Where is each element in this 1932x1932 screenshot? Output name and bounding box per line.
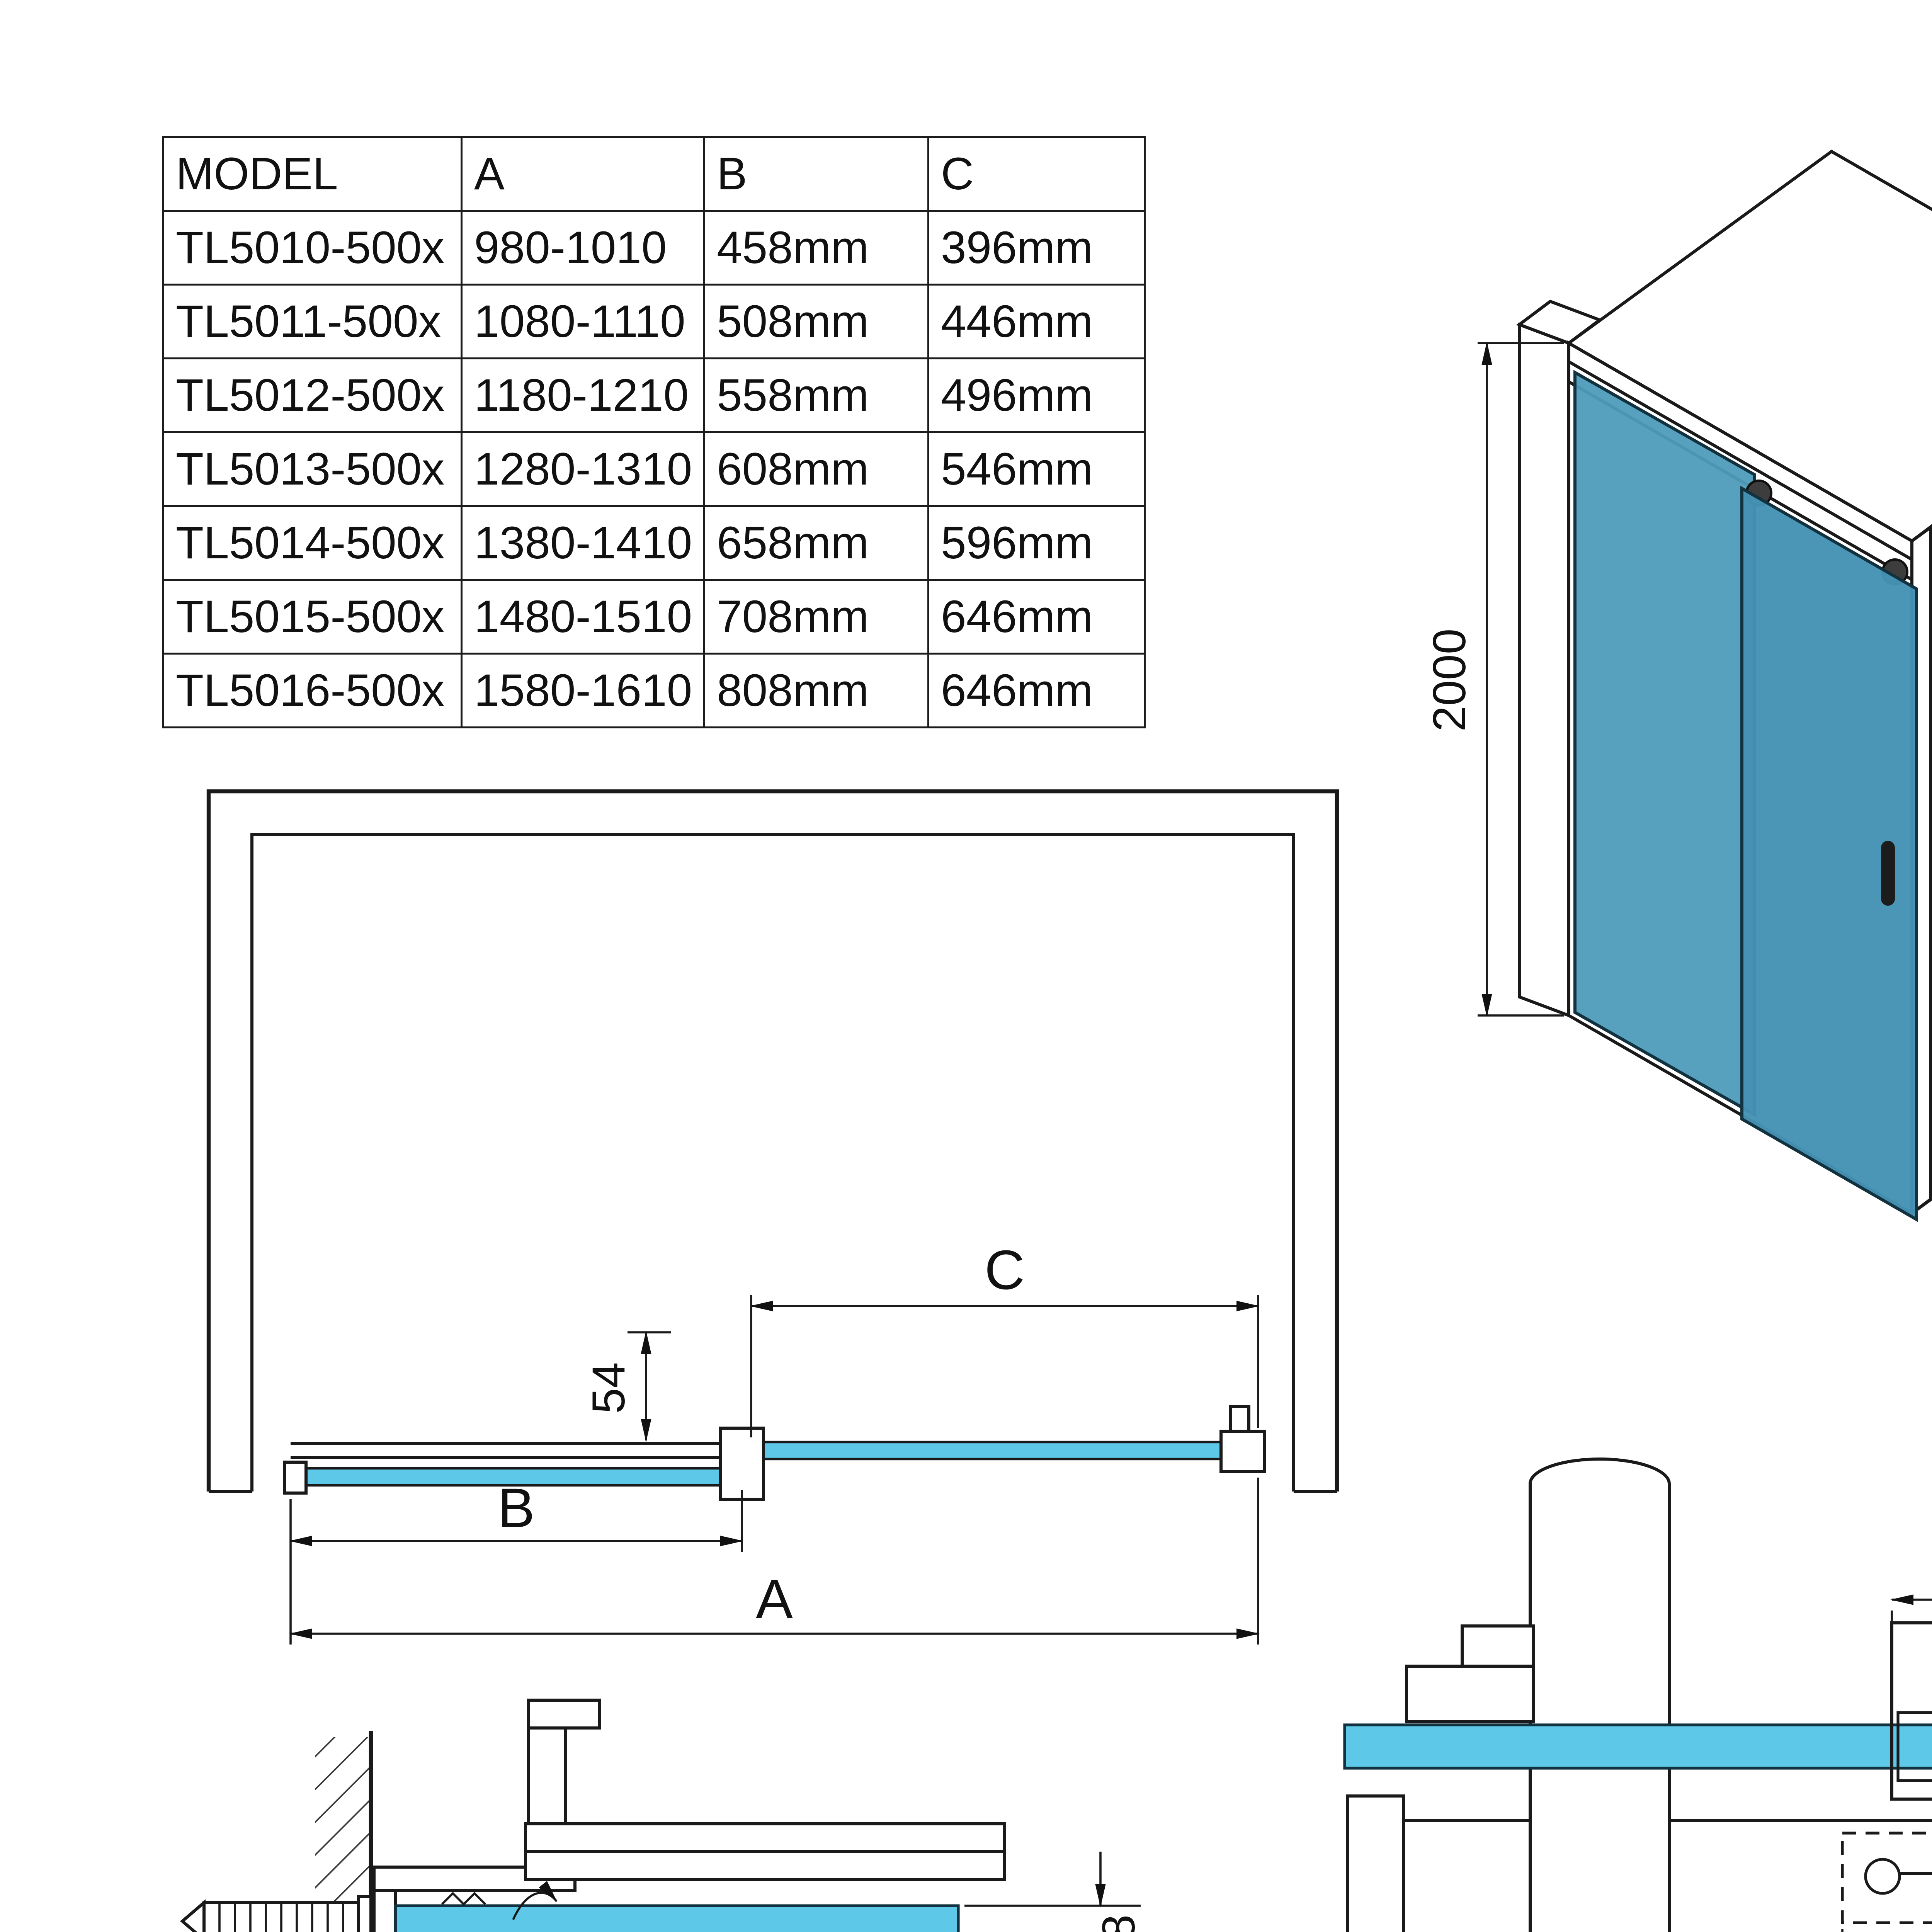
center-carriage: [719, 1427, 765, 1501]
door-track-section: [524, 1699, 1006, 1881]
c-cell: 546mm: [927, 431, 1146, 507]
col-header-a: A: [461, 136, 705, 212]
height-dimension-2000: 2000: [1423, 342, 1564, 1017]
wall-mount-bracket: [1890, 1621, 1932, 1801]
top-track: [1567, 359, 1913, 582]
col-header-b: B: [703, 136, 929, 212]
model-size-table: MODEL A B C TL5010-500x 980-1010 458mm 3…: [162, 136, 1146, 728]
b-cell: 658mm: [703, 505, 929, 581]
dimension-8: 8: [964, 1852, 1145, 1932]
mount-plate-dashed: [1841, 1832, 1932, 1924]
dim-label-c: C: [985, 1239, 1025, 1301]
wall-anchor: [180, 1895, 372, 1932]
a-cell: 980-1010: [461, 210, 705, 286]
model-cell: TL5010-500x: [162, 210, 463, 286]
fixed-glass-panel: [1573, 370, 1756, 1117]
a-cell: 1380-1410: [461, 505, 705, 581]
a-cell: 1180-1210: [461, 357, 705, 433]
model-cell: TL5013-500x: [162, 431, 463, 507]
b-cell: 508mm: [703, 284, 929, 359]
shower-enclosure-3d: [1516, 150, 1932, 1222]
model-cell: TL5014-500x: [162, 505, 463, 581]
b-cell: 608mm: [703, 431, 929, 507]
dim-label-a: A: [756, 1568, 793, 1630]
plan-view: C 54 B A: [206, 789, 1339, 1645]
vertical-roller-tube: [1529, 1458, 1671, 1932]
left-end-cap: [283, 1461, 308, 1495]
table-row: TL5013-500x 1280-1310 608mm 546mm: [162, 431, 1146, 507]
a-cell: 1580-1610: [461, 653, 705, 728]
dimension-a: A: [289, 1478, 1260, 1645]
dim-label-8: 8: [1093, 1915, 1145, 1932]
enclosure-top-face: [1566, 150, 1932, 543]
a-cell: 1080-1110: [461, 284, 705, 359]
door-handle: [1881, 841, 1895, 906]
isometric-view: 2000: [1423, 150, 1932, 1222]
left-wall-slab: [1518, 322, 1570, 1018]
spring-clip: [441, 1892, 486, 1906]
b-cell: 458mm: [703, 210, 929, 286]
table-row: TL5016-500x 1580-1610 808mm 646mm: [162, 653, 1146, 728]
dim-label-2000: 2000: [1423, 629, 1475, 732]
screw-hole: [1864, 1858, 1901, 1895]
col-header-c: C: [927, 136, 1146, 212]
detail-bracket-section: 20 20,5 14,5 0-15 40: [1343, 1458, 1932, 1932]
b-cell: 558mm: [703, 357, 929, 433]
dimension-c: C: [750, 1239, 1260, 1437]
dim-label-54: 54: [583, 1362, 634, 1413]
c-cell: 496mm: [927, 357, 1146, 433]
model-cell: TL5011-500x: [162, 284, 463, 359]
c-cell: 396mm: [927, 210, 1146, 286]
model-cell: TL5012-500x: [162, 357, 463, 433]
glass-panel-section: [1343, 1723, 1932, 1770]
table-row: TL5012-500x 1180-1210 558mm 496mm: [162, 357, 1146, 433]
c-cell: 646mm: [927, 579, 1146, 655]
door-assembly-plan: [283, 1405, 1266, 1501]
model-cell: TL5015-500x: [162, 579, 463, 655]
right-wall-bracket: [1219, 1430, 1266, 1473]
table-row: TL5011-500x 1080-1110 508mm 446mm: [162, 284, 1146, 359]
detail-wall-profile: 13,5 0-15 35 8: [180, 1699, 1145, 1932]
b-cell: 708mm: [703, 579, 929, 655]
table-header-row: MODEL A B C: [162, 136, 1146, 212]
dim-label-b: B: [498, 1477, 535, 1539]
glass-panel-section: [394, 1904, 960, 1932]
table-row: TL5014-500x 1380-1410 658mm 596mm: [162, 505, 1146, 581]
b-cell: 808mm: [703, 653, 929, 728]
a-cell: 1280-1310: [461, 431, 705, 507]
c-cell: 596mm: [927, 505, 1146, 581]
right-bracket-tab: [1229, 1405, 1250, 1433]
c-cell: 446mm: [927, 284, 1146, 359]
table-row: TL5015-500x 1480-1510 708mm 646mm: [162, 579, 1146, 655]
sliding-glass-door: [1740, 486, 1918, 1222]
c-cell: 646mm: [927, 653, 1146, 728]
table-row: TL5010-500x 980-1010 458mm 396mm: [162, 210, 1146, 286]
wall-anchor-lower: [1900, 1872, 1932, 1875]
dimension-20: 20: [1890, 1594, 1932, 1632]
fixed-glass-plan: [747, 1440, 1226, 1461]
dimension-b: B: [289, 1477, 743, 1645]
tube-glass-bracket: [1405, 1624, 1535, 1723]
niche-walls: [206, 789, 1339, 1493]
adjust-arrow: [512, 1881, 558, 1920]
left-wall-slab-top: [1516, 299, 1603, 345]
a-cell: 1480-1510: [461, 579, 705, 655]
col-header-model: MODEL: [162, 136, 463, 212]
model-cell: TL5016-500x: [162, 653, 463, 728]
dimension-54: 54: [583, 1331, 671, 1442]
